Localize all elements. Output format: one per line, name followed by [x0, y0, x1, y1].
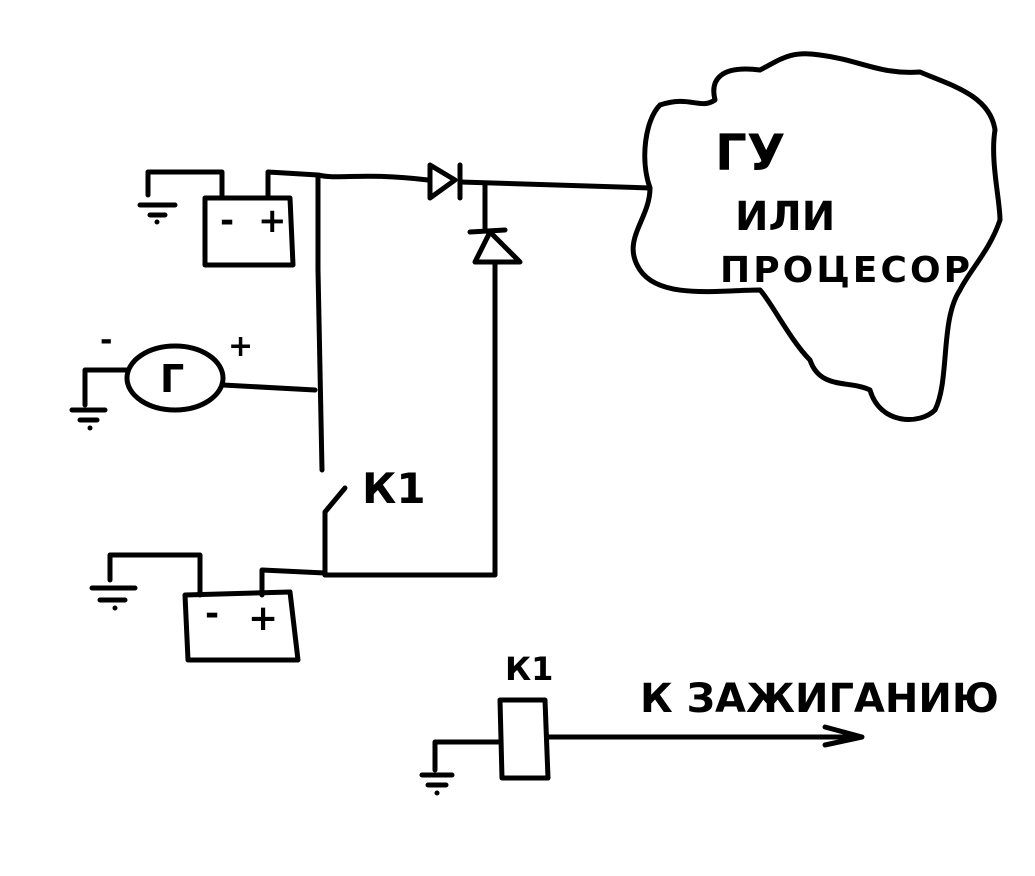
generator-plus: + [228, 329, 253, 364]
ground-icon [69, 407, 108, 431]
arrow-icon [822, 724, 865, 748]
relay-coil-k1: К1 [419, 650, 865, 796]
battery-bottom: - + [89, 552, 328, 663]
battery-top-minus: - [220, 201, 234, 241]
generator-label: Г [160, 357, 184, 401]
zener-diode-icon [467, 227, 523, 265]
ignition-label: К ЗАЖИГАНИЮ [640, 676, 999, 722]
ground-icon [89, 585, 138, 611]
battery-bottom-minus: - [205, 594, 219, 634]
main-bus-wire [315, 172, 325, 473]
or-label: ИЛИ [735, 194, 835, 240]
battery-bottom-plus: + [248, 598, 278, 639]
generator-minus: - [100, 323, 112, 358]
processor-label: ПРОЦЕСОР [720, 250, 970, 291]
battery-top: - + [137, 169, 321, 268]
head-unit-cloud [630, 51, 1003, 423]
ground-icon [137, 202, 178, 225]
generator: Г - + [69, 323, 318, 431]
relay-contact-label: К1 [362, 464, 426, 513]
battery-top-plus: + [258, 201, 287, 241]
head-unit-label: ГУ [715, 124, 785, 182]
relay-contact-k1 [322, 485, 348, 578]
diode-icon [427, 162, 463, 201]
relay-coil-label: К1 [505, 650, 553, 688]
ground-icon [419, 772, 455, 796]
